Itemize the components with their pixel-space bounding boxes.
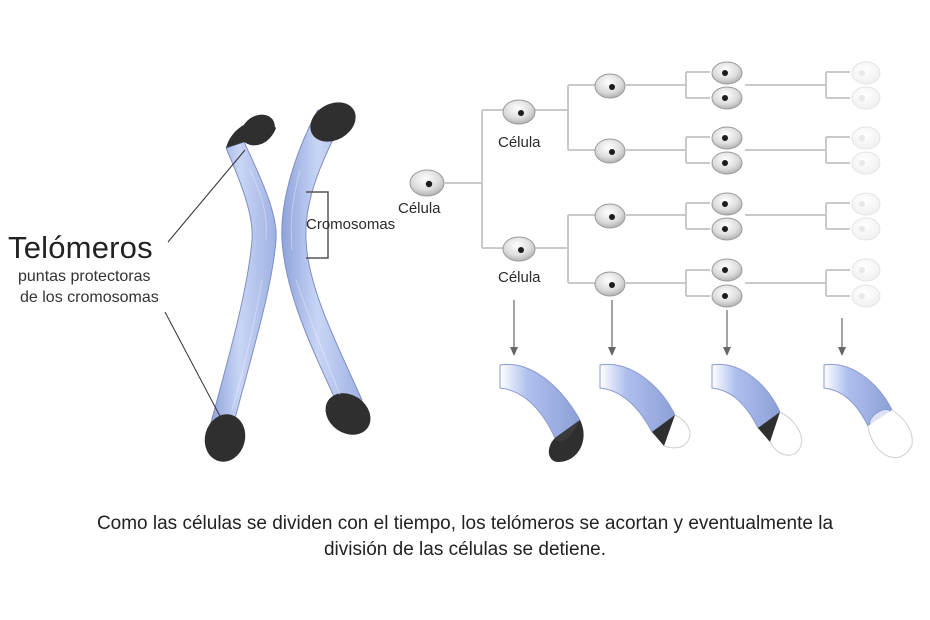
segment-stage-3 [711, 363, 803, 456]
telomeres-subtitle-line2: de los cromosomas [20, 289, 159, 306]
cell-root-label: Célula [398, 200, 441, 217]
telomere-bottom-left [204, 414, 246, 462]
chromatid-left [209, 141, 277, 431]
cell-root [409, 169, 445, 197]
pointer-line-bottom [164, 311, 223, 421]
segment-stage-4 [823, 363, 913, 458]
down-arrows [510, 300, 846, 356]
caption: Como las células se dividen con el tiemp… [0, 511, 930, 563]
cells-level3 [711, 61, 743, 308]
segment-stage-2 [599, 363, 691, 449]
tree-connectors [445, 71, 850, 297]
cell-lower-label: Célula [498, 269, 541, 286]
cell-upper-label: Célula [498, 134, 541, 151]
telomere-top-right [310, 102, 356, 142]
chromosomes-label: Cromosomas [306, 216, 396, 233]
cell-level2-3 [594, 203, 626, 229]
telomeres-subtitle-line1: puntas protectoras [18, 268, 151, 285]
cell-level1-upper [502, 99, 536, 125]
telomere-top-left-cap [241, 114, 275, 146]
chromosome-x [204, 102, 371, 462]
pointer-line-top [167, 149, 246, 243]
caption-line2: división de las células se detiene. [323, 539, 606, 560]
segment-1-telomere [548, 420, 584, 462]
cell-level2-4 [594, 271, 626, 297]
chromosome-bracket [306, 191, 329, 259]
cells-level4-faded [851, 61, 881, 308]
cells-level2 [594, 73, 626, 297]
cell-level2-2 [594, 138, 626, 164]
segment-stage-1 [499, 363, 584, 462]
telomeres-title: Telómeros [8, 230, 153, 265]
caption-line1: Como las células se dividen con el tiemp… [96, 513, 834, 534]
telomere-bottom-right [325, 393, 371, 435]
chromatid-right [281, 109, 363, 411]
cell-level1-lower [502, 236, 536, 262]
cell-level2-1 [594, 73, 626, 99]
